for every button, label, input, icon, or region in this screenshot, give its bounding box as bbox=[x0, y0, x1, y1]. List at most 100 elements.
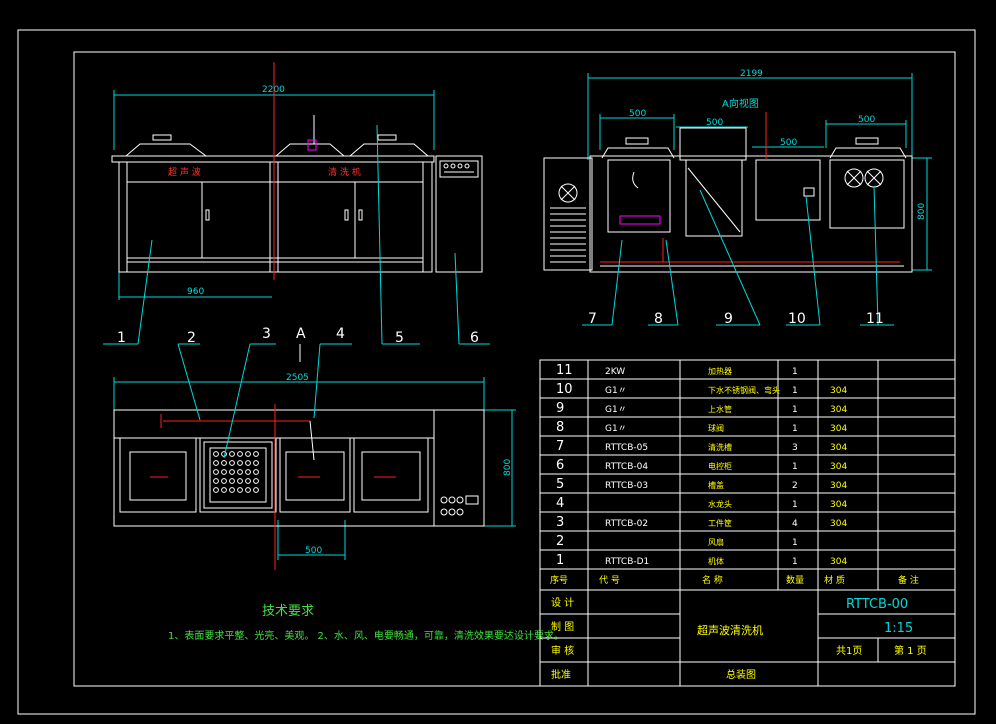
bom-cell-name: 工件筐 bbox=[708, 518, 732, 528]
tb-draw: 制 图 bbox=[551, 620, 574, 633]
top-callouts: 2 3 4 bbox=[177, 326, 352, 459]
tb-drawing-type: 总装图 bbox=[726, 668, 756, 681]
bom-header: 序号 代 号 名 称 数量 材 质 备 注 bbox=[550, 574, 919, 586]
bom-row: 5 RTTCB-03 槽盖 2 304 bbox=[556, 477, 847, 492]
bom-cell-qty: 4 bbox=[792, 519, 798, 529]
bom-cell-qty: 1 bbox=[792, 386, 798, 396]
bom-cell-material: 304 bbox=[830, 481, 847, 491]
bom-cell-qty: 1 bbox=[792, 405, 798, 415]
tb-review: 审 核 bbox=[551, 644, 574, 657]
outer-frame bbox=[17, 29, 976, 715]
callout-1: 1 bbox=[117, 330, 126, 346]
bom-cell-qty: 1 bbox=[792, 500, 798, 510]
bom-cell-no: 3 bbox=[556, 515, 564, 530]
bom-cell-qty: 1 bbox=[792, 538, 798, 548]
bom-cell-material: 304 bbox=[830, 386, 847, 396]
bom-cell-code: RTTCB-03 bbox=[605, 481, 648, 491]
bom-cell-qty: 1 bbox=[792, 424, 798, 434]
bom-cell-code: RTTCB-02 bbox=[605, 519, 648, 529]
top-dim-tank: 500 bbox=[305, 546, 322, 556]
side-callouts: 7 8 9 10 11 bbox=[582, 185, 894, 327]
bom-cell-code: G1〃 bbox=[605, 424, 627, 434]
bom-cell-name: 清洗槽 bbox=[708, 442, 732, 452]
bom-cell-qty: 2 bbox=[792, 481, 798, 491]
bom-header-material: 材 质 bbox=[824, 574, 845, 586]
tech-req-line: 1、表面要求平整、光亮、美观。 2、水、风、电要畅通，可靠，清洗效果要达设计要求… bbox=[168, 629, 564, 642]
basket-grid bbox=[213, 451, 259, 493]
tb-total-sheets: 共1页 bbox=[836, 645, 862, 657]
title-block: 设 计 制 图 审 核 批准 超声波清洗机 总装图 RTTCB-00 1:15 … bbox=[539, 590, 955, 686]
bom-cell-no: 9 bbox=[556, 401, 564, 416]
top-view: 2505 800 500 bbox=[113, 326, 516, 570]
side-dim-tank2: 500 bbox=[706, 118, 723, 128]
bom-cell-name: 槽盖 bbox=[708, 480, 724, 490]
tech-req-heading: 技术要求 bbox=[262, 604, 314, 619]
bom-row: 6 RTTCB-04 电控柜 1 304 bbox=[556, 458, 847, 473]
callout-4: 4 bbox=[336, 326, 345, 342]
front-callouts: 1 5 6 bbox=[103, 124, 490, 346]
tb-design: 设 计 bbox=[551, 596, 574, 609]
bom-header-no: 序号 bbox=[550, 574, 568, 586]
bom-cell-name: 球阀 bbox=[708, 423, 724, 433]
side-dim-width: 2199 bbox=[740, 69, 763, 79]
bom-cell-qty: 3 bbox=[792, 443, 798, 453]
tb-scale: 1:15 bbox=[884, 621, 913, 636]
tb-approve: 批准 bbox=[551, 668, 571, 681]
bom-cell-code: 2KW bbox=[605, 367, 625, 377]
bom-cell-no: 6 bbox=[556, 458, 564, 473]
callout-3: 3 bbox=[262, 326, 271, 342]
side-dim-height: 800 bbox=[917, 203, 927, 220]
callout-5: 5 bbox=[395, 330, 404, 346]
bom-header-code: 代 号 bbox=[599, 575, 620, 586]
callout-11: 11 bbox=[866, 311, 884, 327]
callout-7: 7 bbox=[588, 311, 597, 327]
side-dim-tank3: 500 bbox=[780, 138, 797, 148]
front-label-cleaner: 清 洗 机 bbox=[328, 166, 361, 178]
bom-cell-code: RTTCB-D1 bbox=[605, 557, 649, 567]
bom-cell-material: 304 bbox=[830, 424, 847, 434]
bom-cell-code: RTTCB-04 bbox=[605, 462, 648, 472]
bom-cell-name: 电控柜 bbox=[708, 461, 732, 471]
bom-cell-no: 5 bbox=[556, 477, 564, 492]
bom-cell-name: 上水管 bbox=[708, 404, 732, 414]
bom-cell-qty: 1 bbox=[792, 462, 798, 472]
front-dim-half: 960 bbox=[187, 287, 204, 297]
top-dim-width: 2505 bbox=[286, 373, 309, 383]
tb-drawing-no: RTTCB-00 bbox=[846, 597, 908, 612]
callout-8: 8 bbox=[654, 311, 663, 327]
bom-header-qty: 数量 bbox=[786, 574, 804, 586]
bom-cell-material: 304 bbox=[830, 462, 847, 472]
side-view: 2199 A向视图 500 500 500 500 800 bbox=[543, 69, 932, 273]
bom-cell-code: G1〃 bbox=[605, 405, 627, 415]
bom-cell-name: 水龙头 bbox=[708, 499, 732, 509]
bom-cell-qty: 1 bbox=[792, 557, 798, 567]
bom-cell-no: 8 bbox=[556, 420, 564, 435]
bom-row: 3 RTTCB-02 工件筐 4 304 bbox=[556, 515, 847, 530]
tb-sheet: 第 1 页 bbox=[894, 644, 927, 657]
bom-row: 8 G1〃 球阀 1 304 bbox=[556, 420, 847, 435]
side-dim-tank4: 500 bbox=[858, 115, 875, 125]
bom-cell-no: 11 bbox=[556, 363, 573, 378]
bom-cell-no: 1 bbox=[556, 553, 564, 568]
bom-cell-material: 304 bbox=[830, 519, 847, 529]
bom-cell-material: 304 bbox=[830, 443, 847, 453]
bom-cell-material: 304 bbox=[830, 557, 847, 567]
bom-cell-name: 风扇 bbox=[708, 537, 724, 547]
bom-header-note: 备 注 bbox=[898, 574, 919, 586]
bom-cell-name: 加热器 bbox=[708, 366, 732, 376]
bom-cell-no: 10 bbox=[556, 382, 573, 397]
front-label-ultrasonic: 超 声 波 bbox=[168, 166, 201, 178]
bom-cell-code: G1〃 bbox=[605, 386, 627, 396]
bom-cell-no: 2 bbox=[556, 534, 564, 549]
bom-header-name: 名 称 bbox=[702, 574, 723, 586]
callout-2: 2 bbox=[187, 330, 196, 346]
side-view-title: A向视图 bbox=[722, 97, 759, 110]
callout-10: 10 bbox=[788, 311, 806, 327]
